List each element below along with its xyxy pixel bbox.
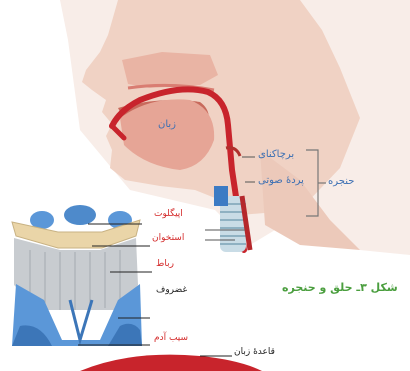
label-tongue: زبان bbox=[158, 120, 176, 130]
label-ligament: رباط bbox=[156, 260, 174, 269]
label-bone: استخوان bbox=[152, 234, 184, 243]
label-tongue-base: قاعدهٔ زبان bbox=[234, 348, 275, 357]
larynx-model bbox=[0, 205, 150, 346]
label-cartilage: غضروف bbox=[156, 286, 187, 295]
label-uvula: برچاکنای bbox=[258, 150, 294, 160]
label-larynx: حنجره bbox=[328, 177, 354, 187]
label-vocal-cords: پردهٔ صوتی bbox=[258, 176, 304, 186]
figure-caption: شکل ۳ـ حلق و حنجره bbox=[282, 282, 398, 293]
nasal-cavity bbox=[122, 52, 218, 88]
tongue-base-shape bbox=[80, 355, 262, 371]
label-epiglottis: اپیگلوت bbox=[154, 210, 183, 219]
label-adams-apple: سیب آدم bbox=[154, 334, 188, 343]
